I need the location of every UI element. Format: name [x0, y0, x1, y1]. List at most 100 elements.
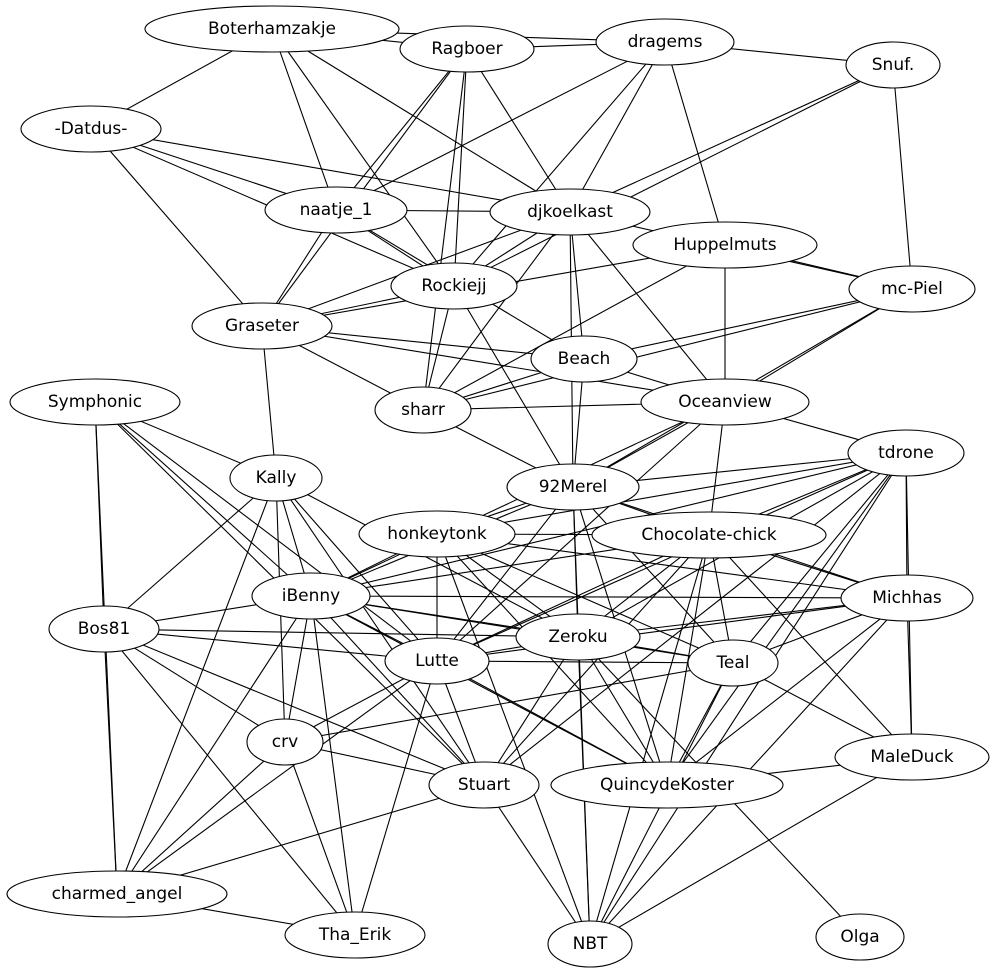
edge-snuf-djkoelkast: [569, 64, 894, 213]
node-ellipse: [48, 605, 160, 653]
edge-symphonic-ibenny: [94, 401, 312, 597]
node-ellipse: [6, 870, 228, 918]
node-rockiejj: Rockiejj: [390, 262, 518, 310]
node-ellipse: [264, 186, 408, 234]
node-ellipse: [374, 386, 472, 434]
edge-dragems-naatje: [335, 41, 666, 211]
node-ellipse: [191, 302, 333, 350]
node-ellipse: [399, 25, 535, 73]
node-label: djkoelkast: [527, 202, 613, 222]
node-ellipse: [251, 572, 371, 620]
node-beach: Beach: [530, 335, 638, 383]
node-ellipse: [632, 221, 818, 269]
node-label: Graseter: [225, 316, 299, 336]
edge-dragems-rockiejj: [453, 41, 666, 287]
node-ellipse: [144, 5, 400, 53]
node-ellipse: [384, 637, 490, 685]
node-huppelmuts: Huppelmuts: [632, 221, 818, 269]
node-label: naatje_1: [300, 200, 373, 220]
edge-symphonic-lutte: [94, 401, 438, 662]
node-snuf: Snuf.: [845, 41, 941, 89]
edge-honkeytonk-teal: [436, 533, 734, 664]
node-ellipse: [506, 463, 640, 511]
node-label: MaleDuck: [870, 747, 953, 767]
node-graseter: Graseter: [191, 302, 333, 350]
edge-lutte-charmed: [116, 660, 438, 895]
node-label: 92Merel: [539, 477, 608, 497]
edge-stuart-nbt: [483, 784, 591, 945]
edge-dragems-huppelmuts: [664, 41, 726, 246]
edge-bos81-thaerik: [103, 628, 356, 936]
node-sharr: sharr: [374, 386, 472, 434]
edge-ibenny-crv: [284, 595, 312, 743]
node-ellipse: [284, 911, 426, 959]
node-label: QuincydeKoster: [600, 775, 734, 795]
node-ragboer: Ragboer: [399, 25, 535, 73]
edge-ragboer-djkoelkast: [466, 48, 571, 213]
node-ellipse: [530, 335, 638, 383]
edge-graseter-oceanview: [261, 325, 726, 403]
node-naatje: naatje_1: [264, 186, 408, 234]
node-dragems: dragems: [595, 18, 735, 66]
node-label: dragems: [628, 32, 703, 52]
edge-ragboer-naatje: [335, 48, 468, 211]
node-teal: Teal: [687, 639, 779, 687]
edge-merel-lutte: [436, 486, 574, 662]
node-datdus: -Datdus-: [20, 105, 162, 153]
edge-bos81-stuart: [103, 628, 485, 786]
node-label: NBT: [573, 934, 608, 954]
node-label: Kally: [256, 468, 297, 488]
node-label: honkeytonk: [387, 524, 487, 544]
node-label: mc-Piel: [881, 279, 943, 299]
node-ellipse: [845, 41, 941, 89]
node-symphonic: Symphonic: [9, 378, 181, 426]
node-label: crv: [272, 732, 298, 752]
node-label: Oceanview: [678, 392, 772, 412]
node-label: Boterhamzakje: [208, 19, 336, 39]
edge-kally-charmed: [116, 477, 277, 895]
node-label: Ragboer: [431, 39, 502, 59]
node-label: Olga: [840, 927, 879, 947]
node-kally: Kally: [229, 454, 323, 502]
edge-kally-bos81: [103, 477, 277, 630]
edge-ibenny-stuart: [310, 595, 485, 786]
node-label: -Datdus-: [55, 119, 128, 139]
node-michhas: Michhas: [840, 574, 974, 622]
edge-bos81-charmed: [103, 628, 118, 895]
node-label: Zeroku: [548, 627, 607, 647]
edge-huppelmuts-sharr: [422, 244, 726, 411]
edge-ragboer-graseter: [261, 48, 468, 327]
node-label: sharr: [401, 400, 445, 420]
edge-chocolate-stuart: [483, 534, 710, 786]
node-ellipse: [840, 574, 974, 622]
node-mcpiel: mc-Piel: [848, 265, 976, 313]
node-djkoelkast: djkoelkast: [489, 188, 651, 236]
node-label: Tha_Erik: [318, 925, 392, 945]
node-merel: 92Merel: [506, 463, 640, 511]
edge-djkoelkast-sharr: [422, 211, 571, 411]
edge-bos81-lutte: [103, 628, 438, 662]
node-label: Chocolate-chick: [641, 525, 776, 545]
edge-snuf-mcpiel: [892, 64, 913, 290]
edge-tdrone-nbt: [589, 452, 907, 945]
node-bos81: Bos81: [48, 605, 160, 653]
node-oceanview: Oceanview: [640, 378, 810, 426]
node-ibenny: iBenny: [251, 572, 371, 620]
edge-bos81-zeroku: [103, 628, 579, 638]
node-ellipse: [848, 265, 976, 313]
edge-dragems-djkoelkast: [569, 41, 666, 213]
node-chocolate: Chocolate-chick: [591, 511, 827, 559]
node-label: Lutte: [415, 651, 459, 671]
node-ellipse: [550, 761, 784, 809]
edge-honkeytonk-michhas: [436, 533, 908, 599]
node-crv: crv: [246, 718, 324, 766]
node-label: Symphonic: [48, 392, 142, 412]
node-label: Beach: [558, 349, 611, 369]
node-ellipse: [687, 639, 779, 687]
edge-crv-charmed: [116, 741, 286, 895]
edge-merel-teal: [572, 486, 734, 664]
edge-graseter-kally: [261, 325, 277, 479]
node-ellipse: [358, 510, 516, 558]
edge-michhas-maleduck: [906, 597, 913, 758]
